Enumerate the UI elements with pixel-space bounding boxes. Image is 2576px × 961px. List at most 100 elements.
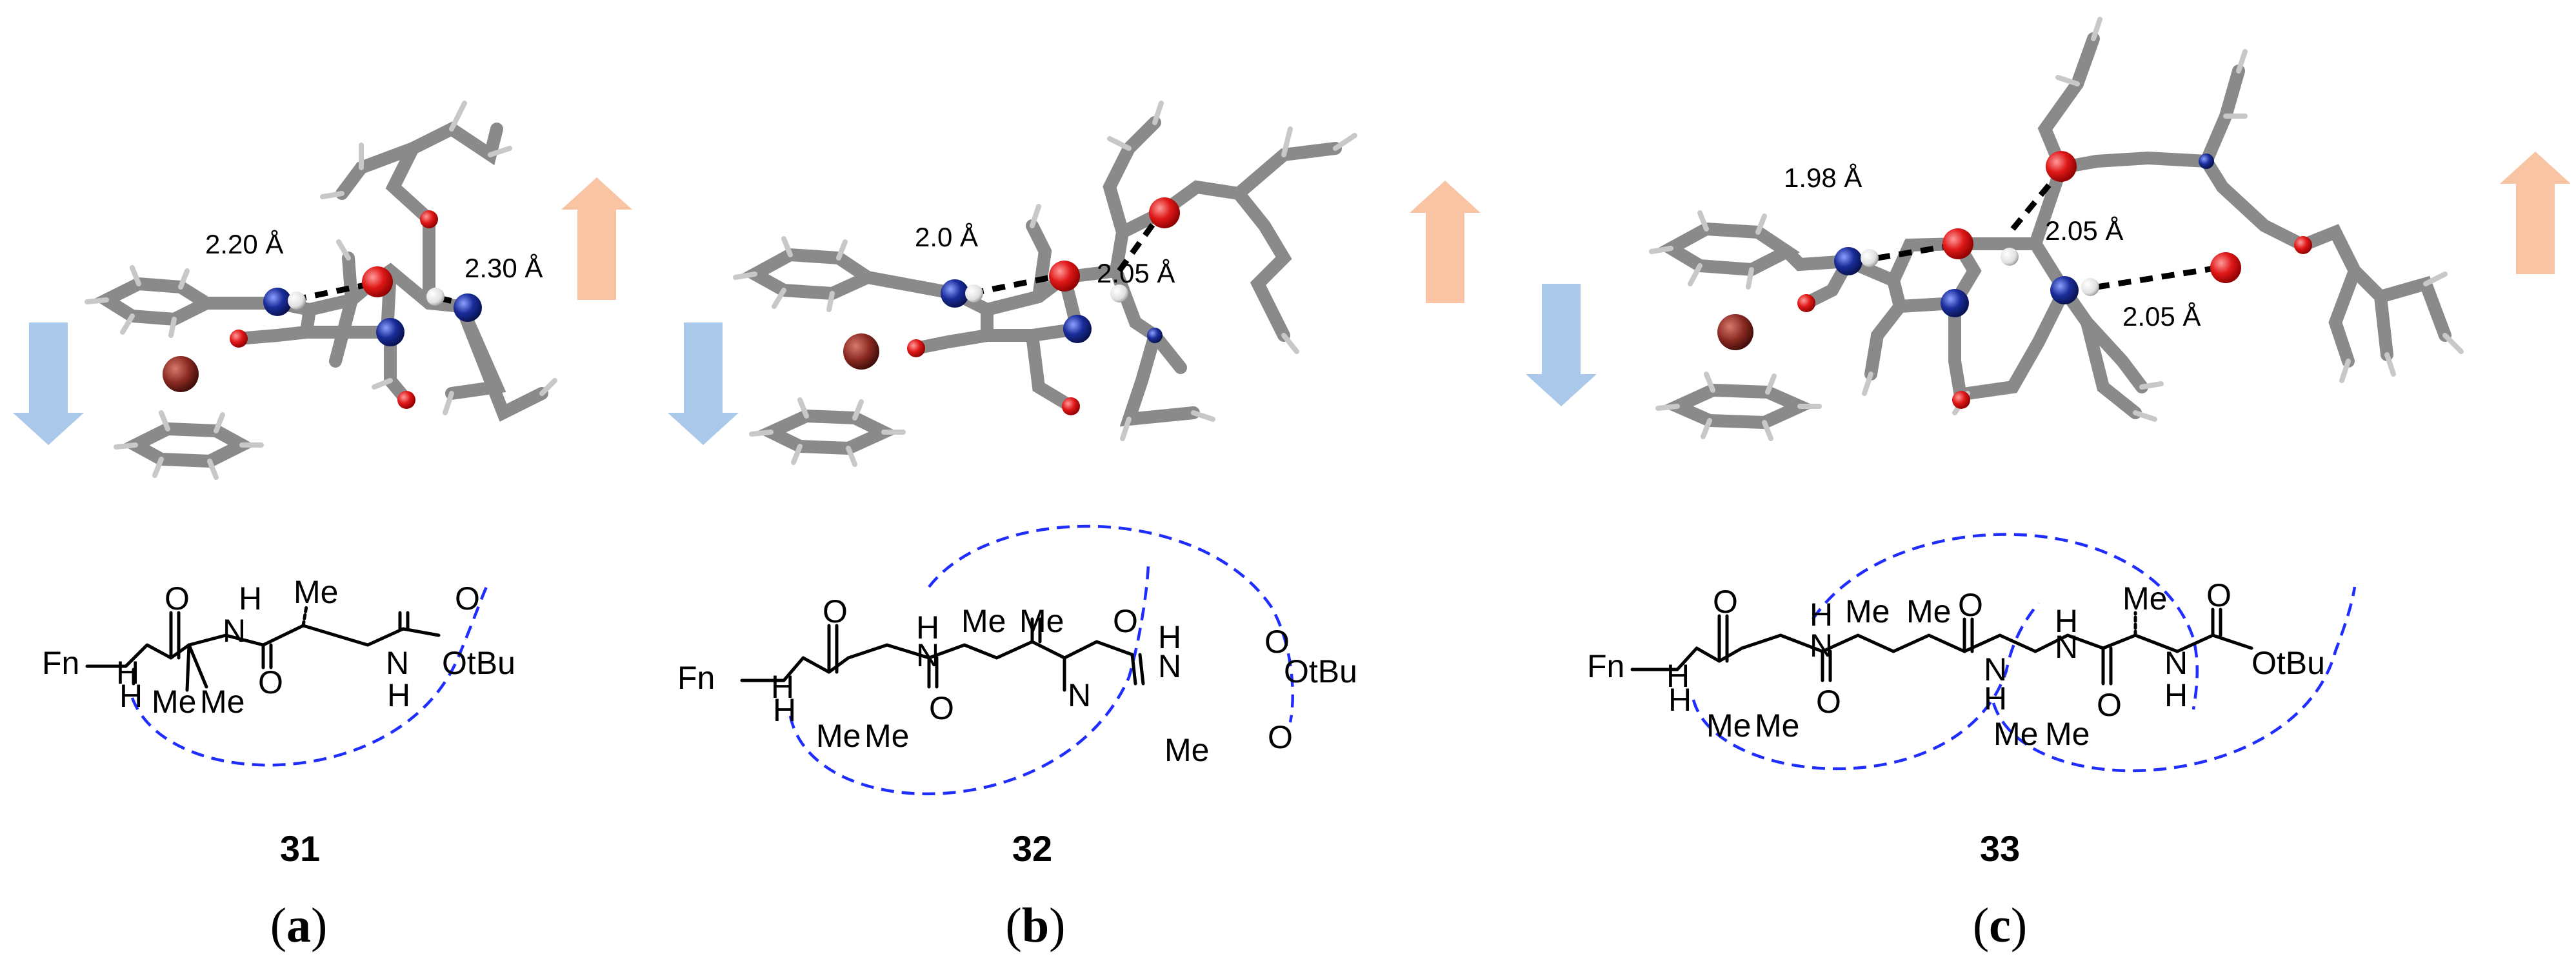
panel-a-structure: Fn H H O H N Me O N H O OtBu Me Me: [42, 574, 515, 767]
nitrogen-atom: [2050, 276, 2079, 304]
hydrogen-atom: [1861, 249, 1879, 267]
atom-label: Me: [294, 574, 338, 610]
atom-label: N: [916, 637, 939, 673]
down-arrow-icon: [668, 322, 739, 445]
atom-label: H: [773, 692, 796, 728]
phenyl-ring-upper: [85, 265, 220, 338]
atom-label: Me: [2045, 716, 2090, 752]
hydrogen-atom: [2001, 248, 2019, 266]
atom-label: H: [239, 580, 262, 617]
distance-label: 2.20 Å: [205, 229, 283, 259]
compound-number: 33: [1980, 828, 2020, 869]
atom-label: N: [1810, 628, 1833, 664]
atom-label: H: [1984, 680, 2007, 717]
nitrogen-atom: [941, 279, 969, 308]
down-arrow-icon: [1526, 284, 1597, 406]
up-arrow-icon: [561, 177, 632, 300]
atom-label: N: [1158, 648, 1181, 684]
atom-label: Me: [1906, 593, 1951, 629]
atom-label: OtBu: [442, 645, 515, 681]
atom-label: Me: [1706, 708, 1751, 744]
atom-label: O: [258, 664, 283, 700]
panel-label-c: (c): [1973, 898, 2027, 953]
atom-label: H: [1158, 619, 1181, 655]
atom-label: Me: [1019, 603, 1064, 639]
down-arrow-icon: [13, 322, 84, 445]
atom-label: Me: [2122, 580, 2167, 617]
compound-number: 31: [280, 828, 320, 869]
atom-label: O: [2097, 687, 2122, 723]
oxygen-atom: [420, 210, 438, 228]
atom-label: O: [1268, 719, 1293, 755]
distance-label: 2.30 Å: [464, 253, 543, 283]
nitrogen-atom: [454, 293, 482, 322]
panel-letter: b: [1022, 898, 1049, 953]
up-arrow-icon: [1410, 181, 1481, 303]
atom-label: N: [1984, 651, 2007, 688]
oxygen-atom: [362, 266, 393, 297]
oxygen-atom: [230, 330, 248, 348]
panel-label-b: (b): [1006, 898, 1066, 953]
atom-label: Me: [200, 684, 245, 720]
hbond-line: [2010, 172, 2061, 231]
atom-label: O: [1816, 684, 1841, 720]
atom-label: H: [916, 609, 939, 646]
atom-label: H: [119, 678, 143, 714]
atom-label: H: [2055, 603, 2078, 639]
atom-label: Me: [1164, 732, 1209, 768]
atom-label: O: [1958, 587, 1983, 623]
panel-letter: c: [1989, 898, 2011, 953]
metal-atom: [163, 356, 199, 392]
oxygen-atom: [1952, 391, 1970, 409]
distance-label: 1.98 Å: [1784, 163, 1862, 193]
hydrogen-atom: [2081, 278, 2099, 296]
atom-label: Me: [961, 603, 1006, 639]
oxygen-atom: [1942, 228, 1973, 259]
hydrogen-atom: [288, 292, 306, 310]
atom-label: Me: [864, 718, 909, 754]
hydrogen-atom: [426, 288, 444, 306]
atom-label: N: [386, 645, 409, 681]
panel-b-structure: Fn H H O H N Me Me O N O H N Me O OtBu O…: [677, 524, 1357, 795]
panel-c-atom-labels: Fn H H O H N Me Me O N H O Me Me H N O M…: [1587, 577, 2325, 752]
atom-label: N: [2164, 645, 2188, 681]
atom-label: OtBu: [1284, 653, 1357, 689]
panel-b-3d-model: 2.0 Å 2.05 Å: [668, 101, 1481, 467]
atom-label: H: [2164, 677, 2188, 713]
distance-label: 2.05 Å: [2045, 215, 2123, 246]
svg-text:(c): (c): [1973, 898, 2027, 953]
nitrogen-atom: [1941, 289, 1969, 317]
hbond-ring-arc: [1812, 533, 2199, 710]
nitrogen-atom: [263, 288, 292, 316]
atom-label: H: [771, 669, 794, 705]
nitrogen-atom: [1147, 328, 1163, 343]
panel-label-a: (a): [270, 898, 328, 953]
atom-label: Me: [1755, 708, 1799, 744]
nitrogen-atom: [1063, 315, 1092, 343]
hbond-ring-arc: [928, 524, 1294, 723]
phenyl-ring-upper: [1649, 210, 1800, 290]
hbond-ring-arc: [1692, 602, 2040, 771]
distance-label: 2.05 Å: [2122, 301, 2201, 332]
oxygen-atom: [2294, 236, 2312, 254]
atom-label: O: [455, 580, 480, 617]
distance-label: 2.0 Å: [915, 222, 978, 252]
atom-label: H: [387, 677, 410, 713]
atom-label: O: [165, 580, 190, 617]
hydrogen-atom: [965, 284, 983, 302]
atom-label: O: [823, 593, 848, 629]
panel-letter: a: [286, 898, 311, 953]
atom-label: Me: [816, 718, 861, 754]
nitrogen-atom: [376, 318, 404, 346]
atom-label: Me: [1845, 593, 1890, 629]
metal-atom: [1717, 314, 1753, 350]
atom-label: O: [929, 690, 954, 726]
phenyl-ring-lower: [749, 397, 906, 467]
hbond-line: [2096, 264, 2220, 290]
hbond-line: [1117, 211, 1164, 273]
oxygen-atom: [2046, 151, 2077, 182]
atom-label: OtBu: [2252, 645, 2325, 681]
oxygen-atom: [907, 339, 925, 357]
phenyl-ring-lower: [1655, 372, 1822, 441]
